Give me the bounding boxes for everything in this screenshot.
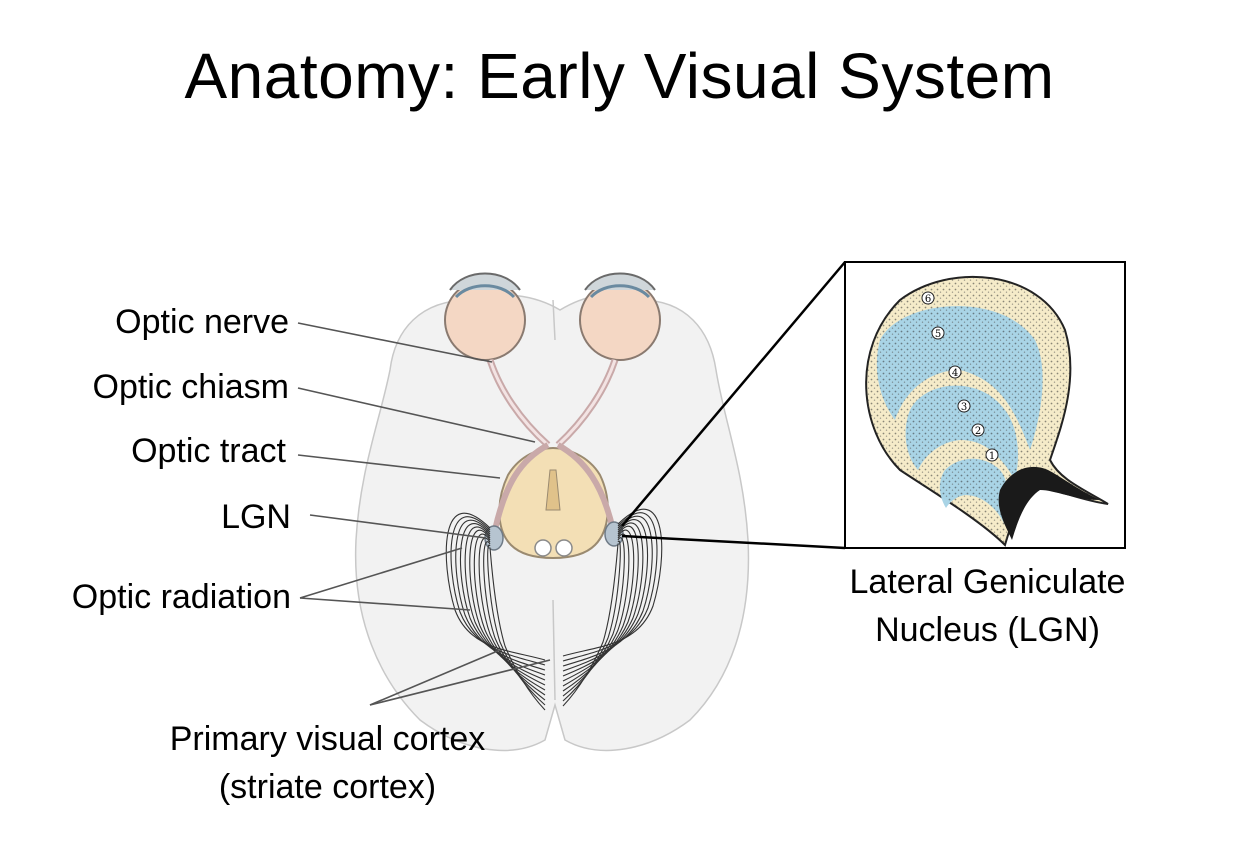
leader-optic-chiasm	[297, 387, 536, 443]
optic-nerve-right-inner	[556, 359, 617, 447]
lgn-inset-illustration: 6 5 4 3 2 1	[865, 275, 1109, 547]
lgn-layer-label-6: 6	[925, 294, 931, 305]
leader-optic-radiation-b	[299, 597, 471, 611]
colliculus-right	[555, 539, 573, 557]
lgn-layer-marker-5	[931, 326, 945, 340]
page-title: Anatomy: Early Visual System	[184, 40, 1055, 112]
leader-lines	[297, 322, 551, 706]
label-lgn: LGN	[221, 498, 291, 536]
optic-nerve-left-inner	[488, 359, 549, 447]
front-fissure	[552, 299, 556, 341]
label-optic-radiation: Optic radiation	[71, 578, 291, 616]
leader-v1-b	[369, 659, 551, 706]
aqueduct	[545, 469, 561, 511]
lgn-layer-label-2: 2	[975, 426, 981, 437]
lgn-layer-marker-6	[921, 291, 935, 305]
back-fissure	[552, 599, 556, 701]
lgn-layer-marker-1	[985, 448, 999, 462]
label-primary-visual-cortex: Primary visual cortex	[169, 720, 486, 758]
optic-radiation-right	[562, 508, 663, 707]
left-eye	[444, 272, 526, 361]
lgn-layer-label-5: 5	[935, 329, 941, 340]
lgn-layer-label-4: 4	[952, 368, 958, 379]
lgn-layer-label-1: 1	[989, 451, 995, 462]
optic-tract-right	[556, 442, 616, 531]
label-optic-chiasm: Optic chiasm	[92, 368, 290, 406]
lgn-layer-label-3: 3	[961, 402, 967, 413]
leader-lgn	[309, 514, 487, 539]
right-eye	[579, 272, 661, 361]
label-lgn-full-line1: Lateral Geniculate	[849, 563, 1126, 601]
label-optic-tract: Optic tract	[131, 432, 286, 470]
zoom-line-bottom	[621, 534, 846, 550]
lgn-layer-marker-3	[957, 399, 971, 413]
colliculus-left	[534, 539, 552, 557]
leader-optic-nerve	[297, 322, 493, 363]
zoom-line-top	[621, 261, 846, 527]
lgn-layer-marker-4	[948, 365, 962, 379]
leader-optic-radiation-a	[299, 547, 463, 599]
label-lgn-full-line2: Nucleus (LGN)	[875, 611, 1100, 649]
leader-optic-tract	[297, 454, 501, 479]
leader-v1-a	[369, 649, 501, 706]
label-optic-nerve: Optic nerve	[115, 303, 289, 341]
lgn-layer-marker-2	[971, 423, 985, 437]
label-striate-cortex: (striate cortex)	[218, 768, 437, 806]
optic-tract-left	[492, 442, 550, 531]
